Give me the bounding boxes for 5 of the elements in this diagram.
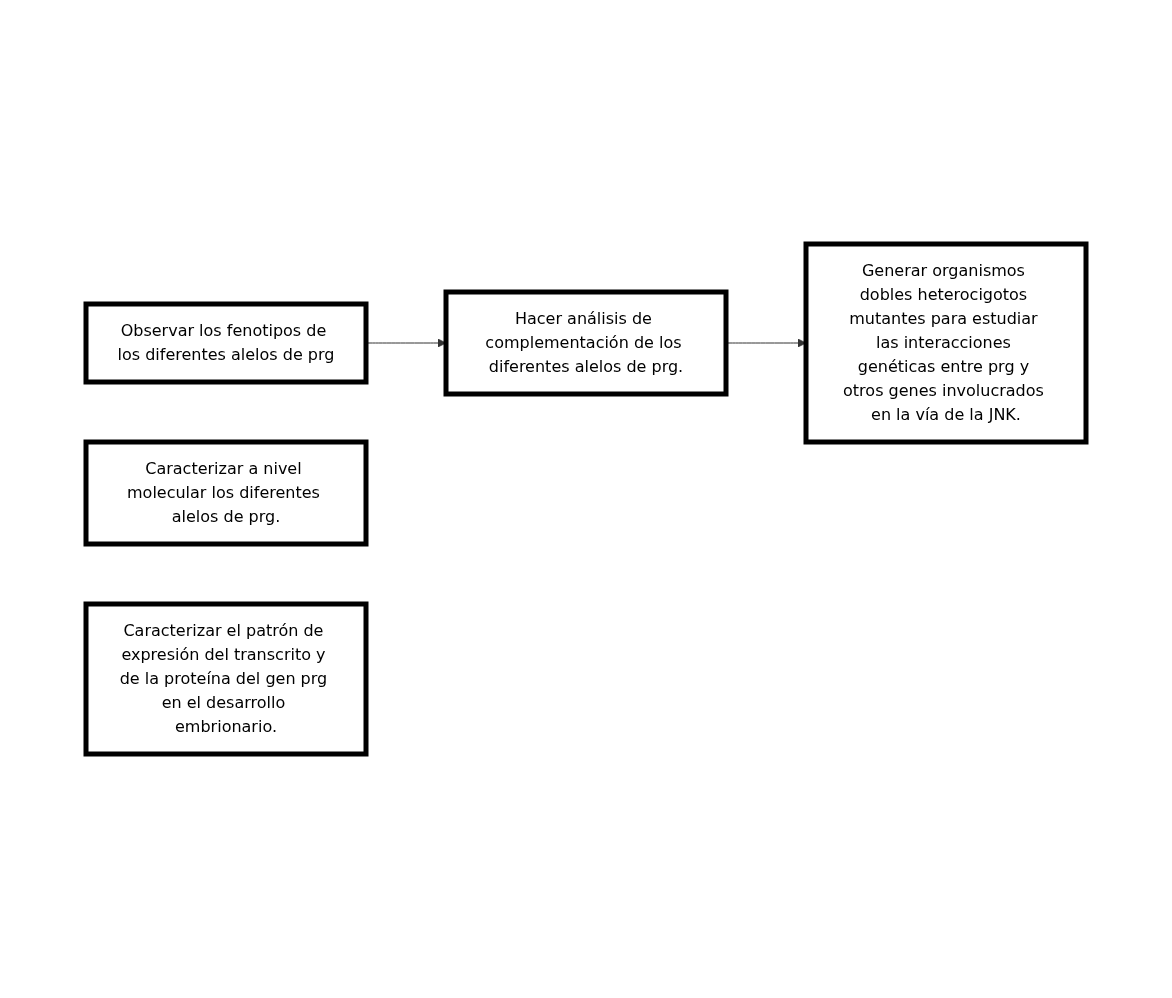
node-box: Observar los fenotipos de los diferentes alelos de prg <box>83 301 369 385</box>
node-box: Generar organismos dobles heterocigotos mutantes para estudiar las interacciones genéticas entre prg y otros genes involucrados en la vía de la JNK. <box>803 241 1089 445</box>
node-box: Hacer análisis de complementación de los diferentes alelos de prg. <box>443 289 729 397</box>
node-box: Caracterizar el patrón de expresión del transcrito y de la proteína del gen prg en el desarrollo embrionario. <box>83 601 369 757</box>
node-box: Caracterizar a nivel molecular los diferentes alelos de prg. <box>83 439 369 547</box>
